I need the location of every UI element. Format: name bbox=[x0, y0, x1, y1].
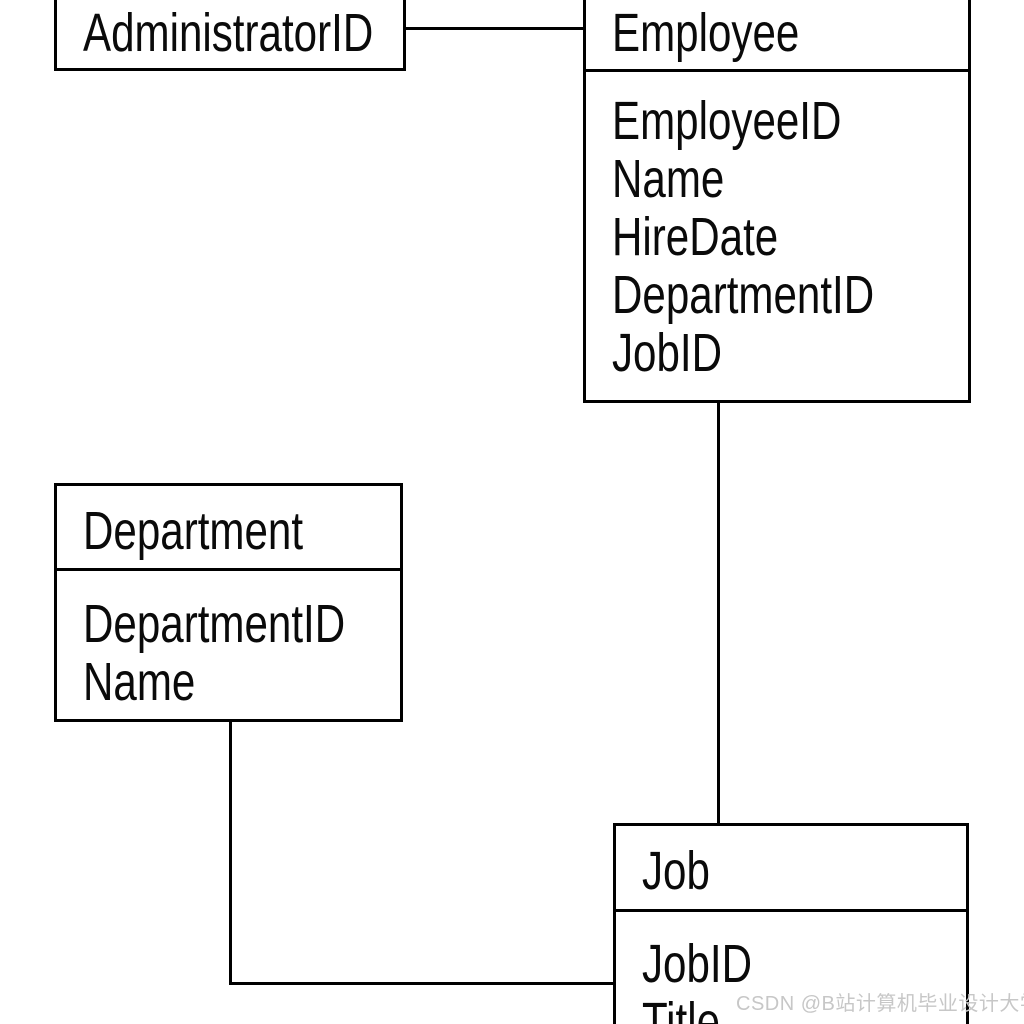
field-item: EmployeeID bbox=[612, 91, 842, 151]
entity-title: AdministratorID bbox=[83, 3, 374, 63]
field-item: DepartmentID bbox=[83, 594, 346, 654]
field-item: JobID bbox=[612, 323, 723, 383]
field-item: Title bbox=[642, 992, 721, 1024]
entity-title: Employee bbox=[612, 3, 800, 63]
field-item: Name bbox=[612, 149, 725, 209]
entity-field-list: JobID Title bbox=[616, 912, 966, 1024]
entity-title: Department bbox=[83, 501, 304, 561]
entity-header: Job bbox=[616, 826, 966, 912]
connector-department-job-vertical bbox=[229, 720, 232, 985]
entity-title: Job bbox=[642, 841, 710, 901]
entity-box-job: Job JobID Title bbox=[613, 823, 969, 1024]
connector-department-job-horizontal bbox=[229, 982, 613, 985]
connector-administrator-employee bbox=[406, 27, 583, 30]
entity-header: AdministratorID bbox=[57, 0, 403, 62]
entity-header: Department bbox=[57, 486, 400, 571]
entity-box-employee: Employee EmployeeID Name HireDate Depart… bbox=[583, 0, 971, 403]
field-item: HireDate bbox=[612, 207, 779, 267]
connector-employee-job bbox=[717, 403, 720, 823]
entity-field-list: DepartmentID Name bbox=[57, 571, 400, 711]
field-item: DepartmentID bbox=[612, 265, 875, 325]
entity-field-list: EmployeeID Name HireDate DepartmentID Jo… bbox=[586, 72, 968, 382]
entity-box-administrator: AdministratorID bbox=[54, 0, 406, 71]
entity-header: Employee bbox=[586, 0, 968, 72]
csdn-watermark: CSDN @B站计算机毕业设计大学 bbox=[736, 993, 1024, 1015]
field-item: Name bbox=[83, 652, 196, 712]
entity-box-department: Department DepartmentID Name bbox=[54, 483, 403, 722]
field-item: JobID bbox=[642, 934, 753, 994]
